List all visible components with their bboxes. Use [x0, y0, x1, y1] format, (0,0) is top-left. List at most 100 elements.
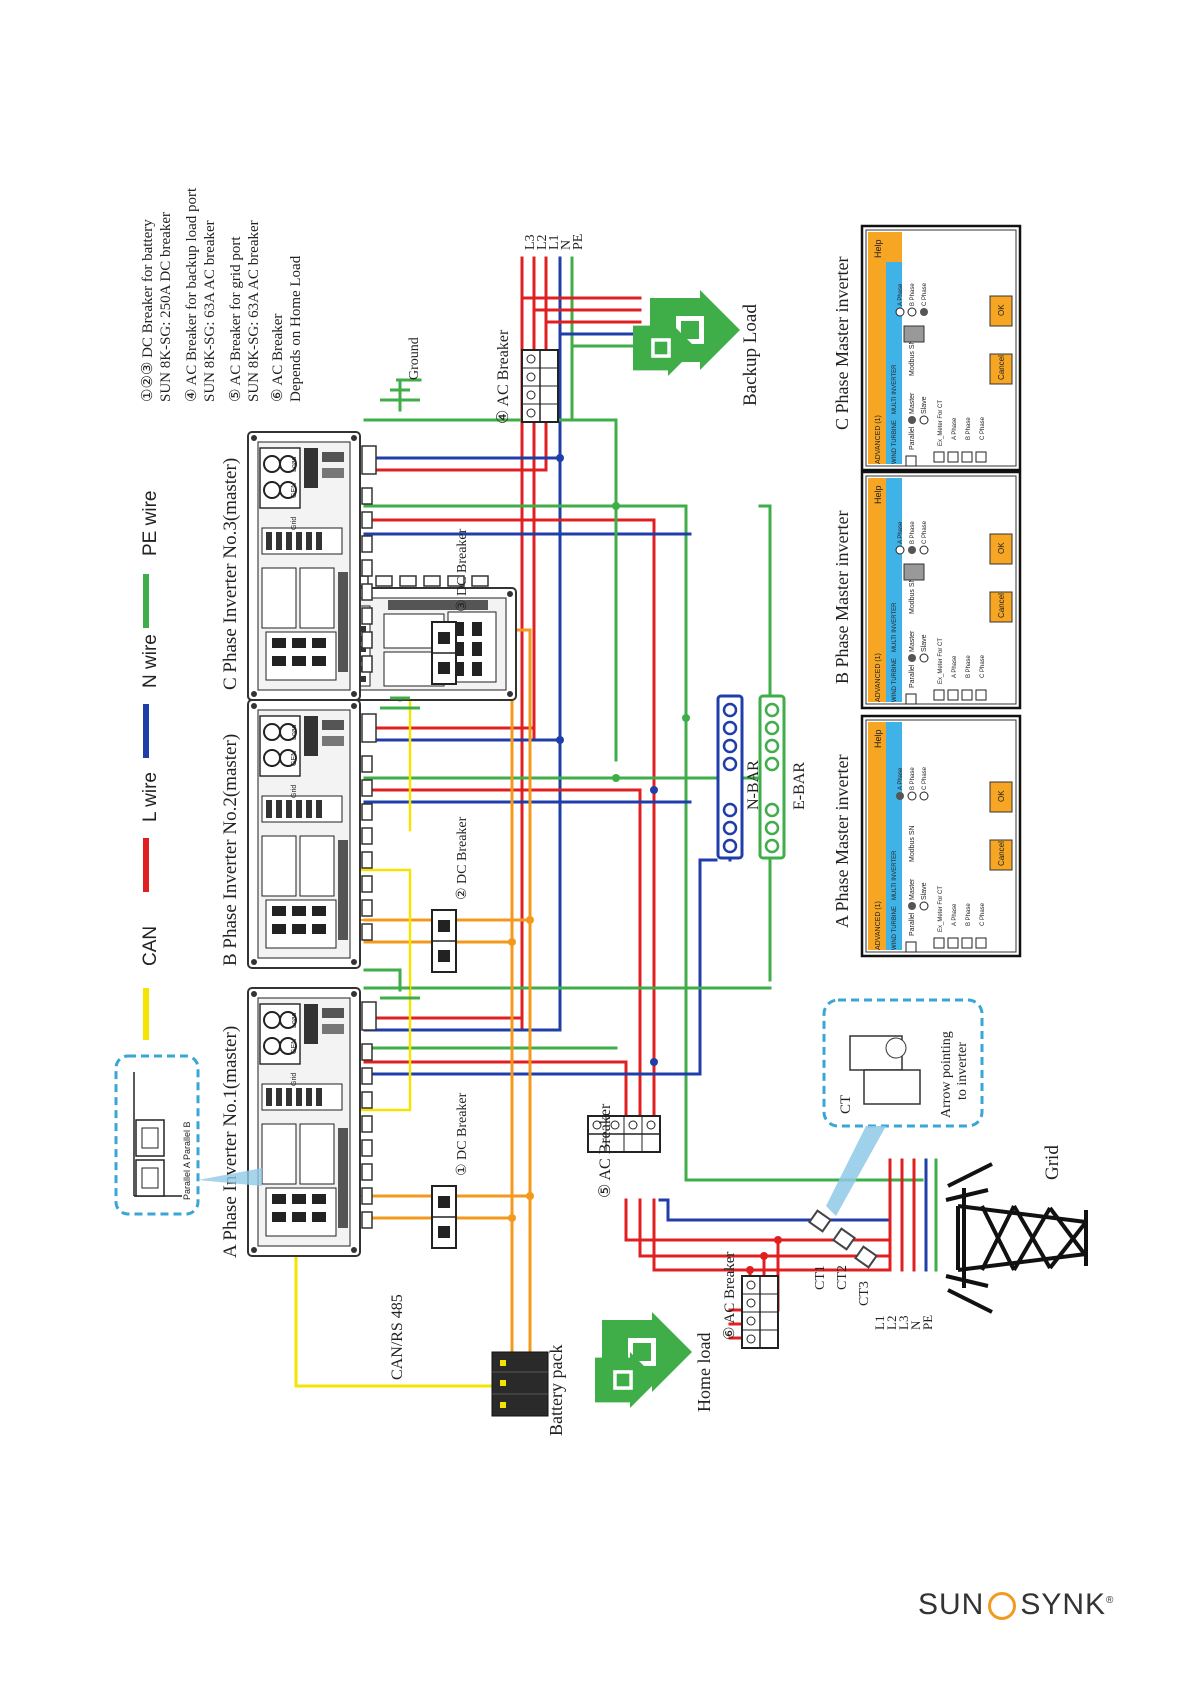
bottom-bus-pe: PE	[920, 1315, 935, 1330]
legend-l-wire: L wire	[140, 772, 161, 822]
backup-load-house	[633, 290, 740, 376]
ground-label: Ground	[407, 337, 422, 380]
panel-a-caption: A Phase Master inverter	[832, 755, 852, 928]
panel-a-slave[interactable]: Slave	[921, 882, 928, 900]
panel-a-tab-multi[interactable]: MULTI INVERTER	[892, 850, 898, 900]
panel-c-c-phase-right[interactable]: C Phase	[922, 282, 928, 306]
ac-breaker-6-label: ⑥ AC Breaker	[722, 1252, 738, 1340]
panel-c-a-phase[interactable]: A Phase	[952, 417, 958, 440]
dc-breaker-3	[431, 621, 457, 685]
panel-b-ok[interactable]: OK	[997, 542, 1006, 554]
port-grid-a: Grid	[291, 1073, 298, 1086]
dc-breaker-1	[431, 1185, 457, 1249]
inverter-b	[247, 699, 377, 969]
inverter-a-label: A Phase Inverter No.1(master)	[220, 1026, 241, 1258]
panel-c-ok[interactable]: OK	[997, 304, 1006, 316]
panel-a-b-phase-right[interactable]: B Phase	[910, 767, 916, 790]
panel-a-tab-wind[interactable]: WIND TURBINE	[892, 906, 898, 950]
dc-breaker-2-label: ② DC Breaker	[455, 816, 470, 900]
ct-arrow-text-1: Arrow pointing	[939, 1031, 954, 1118]
bottom-bus-n: N	[908, 1320, 923, 1330]
panel-a-parallel[interactable]: Parallel	[909, 912, 916, 936]
ct3-label: CT3	[857, 1281, 872, 1306]
logo-registered: ®	[1106, 1595, 1115, 1606]
dc-breaker-3-label: ③ DC Breaker	[455, 528, 470, 612]
panel-a-c-phase-right[interactable]: C Phase	[922, 766, 928, 790]
e-bar	[758, 694, 786, 860]
panel-b-tab-multi[interactable]: MULTI INVERTER	[892, 602, 898, 652]
panel-b-parallel[interactable]: Parallel	[909, 664, 916, 688]
note-ac-backup-rating: SUN 8K-SG: 63A AC breaker	[202, 220, 218, 402]
panel-b-cancel[interactable]: Cancel	[997, 593, 1006, 618]
panel-b-b-phase-right[interactable]: B Phase	[910, 521, 916, 544]
parallel-port-callout: Parallel A Parallel B	[114, 1054, 262, 1216]
n-bar-label: N-BAR	[745, 760, 762, 810]
panel-c-b-phase[interactable]: B Phase	[966, 417, 972, 440]
panel-c-tab-multi[interactable]: MULTI INVERTER	[892, 364, 898, 414]
panel-c-c-phase[interactable]: C Phase	[980, 416, 986, 440]
note-ac-home-depends: Depends on Home Load	[288, 255, 304, 402]
panel-c-b-phase-right[interactable]: B Phase	[910, 283, 916, 306]
ct-callout: CT Arrow pointing to inverter	[822, 998, 984, 1216]
home-load-label: Home load	[694, 1333, 714, 1412]
panel-a-ok[interactable]: OK	[997, 790, 1006, 802]
port-load-c: Load	[291, 456, 298, 472]
panel-a-ex-meter[interactable]: Ex_Meter For CT	[938, 886, 944, 932]
panel-b-title: ADVANCED (1)	[875, 653, 882, 702]
panel-a-b-phase[interactable]: B Phase	[966, 903, 972, 926]
battery-pack	[491, 1351, 549, 1417]
note-ac-backup: ④ AC Breaker for backup load port	[184, 187, 200, 402]
panel-b-ex-meter[interactable]: Ex_Meter For CT	[938, 638, 944, 684]
panel-b-tab-wind[interactable]: WIND TURBINE	[892, 658, 898, 702]
grid-label: Grid	[1042, 1145, 1063, 1180]
panel-a-cancel[interactable]: Cancel	[997, 841, 1006, 866]
panel-b-slave[interactable]: Slave	[921, 634, 928, 652]
top-bus-pe: PE	[571, 234, 586, 250]
panel-c-a-phase-right[interactable]: A Phase	[898, 283, 904, 306]
panel-c-caption: C Phase Master inverter	[832, 257, 852, 430]
panel-a-modbus: Modbus SN	[909, 825, 916, 862]
junctions	[508, 454, 782, 1274]
note-dc-breaker: ①②③ DC Breaker for battery	[140, 219, 156, 402]
panel-c-ex-meter[interactable]: Ex_Meter For CT	[938, 400, 944, 446]
ground-symbol	[380, 378, 420, 1000]
top-bus-l3: L3	[523, 234, 538, 250]
settings-panel-b: ADVANCED (1) Help WIND TURBINE MULTI INV…	[860, 470, 1022, 710]
panel-a-c-phase[interactable]: C Phase	[980, 902, 986, 926]
panel-c-parallel[interactable]: Parallel	[909, 426, 916, 450]
settings-panel-c: ADVANCED (1) Help WIND TURBINE MULTI INV…	[860, 224, 1022, 472]
panel-a-master[interactable]: Master	[909, 878, 916, 900]
ct-clamps	[808, 1209, 878, 1269]
panel-b-c-phase[interactable]: C Phase	[980, 654, 986, 678]
logo-synk: SYNK	[1020, 1588, 1107, 1621]
settings-panel-a: ADVANCED (1) Help WIND TURBINE MULTI INV…	[860, 714, 1022, 958]
backup-load-label: Backup Load	[740, 304, 761, 406]
inverter-a	[247, 987, 377, 1257]
panel-a-help[interactable]: Help	[873, 729, 883, 748]
inverter-c-label: C Phase Inverter No.3(master)	[220, 458, 241, 690]
panel-b-help[interactable]: Help	[873, 485, 883, 504]
panel-b-b-phase[interactable]: B Phase	[966, 655, 972, 678]
sunsynk-logo: SUN SYNK®	[918, 1588, 1118, 1628]
dc-breaker-2	[431, 909, 457, 973]
panel-c-help[interactable]: Help	[873, 239, 883, 258]
panel-c-title: ADVANCED (1)	[875, 415, 882, 464]
panel-a-a-phase[interactable]: A Phase	[952, 903, 958, 926]
panel-b-a-phase[interactable]: A Phase	[952, 655, 958, 678]
panel-c-cancel[interactable]: Cancel	[997, 355, 1006, 380]
top-bus-l2: L2	[535, 234, 550, 250]
panel-b-c-phase-right[interactable]: C Phase	[922, 520, 928, 544]
panel-c-tab-wind[interactable]: WIND TURBINE	[892, 420, 898, 464]
port-grid-c: Grid	[291, 517, 298, 530]
panel-b-master[interactable]: Master	[909, 630, 916, 652]
logo-sun: SUN	[918, 1588, 985, 1621]
n-bar	[716, 694, 744, 860]
panel-c-master[interactable]: Master	[909, 392, 916, 414]
dc-breaker-1-label: ① DC Breaker	[455, 1092, 470, 1176]
panel-b-a-phase-right[interactable]: A Phase	[898, 521, 904, 544]
ac-breaker-6	[741, 1275, 779, 1349]
ac-breaker-4-label: ④ AC Breaker	[495, 329, 512, 424]
note-ac-grid-rating: SUN 8K-SG: 63A AC breaker	[246, 220, 262, 402]
panel-a-a-phase-right[interactable]: A Phase	[898, 767, 904, 790]
panel-c-slave[interactable]: Slave	[921, 396, 928, 414]
